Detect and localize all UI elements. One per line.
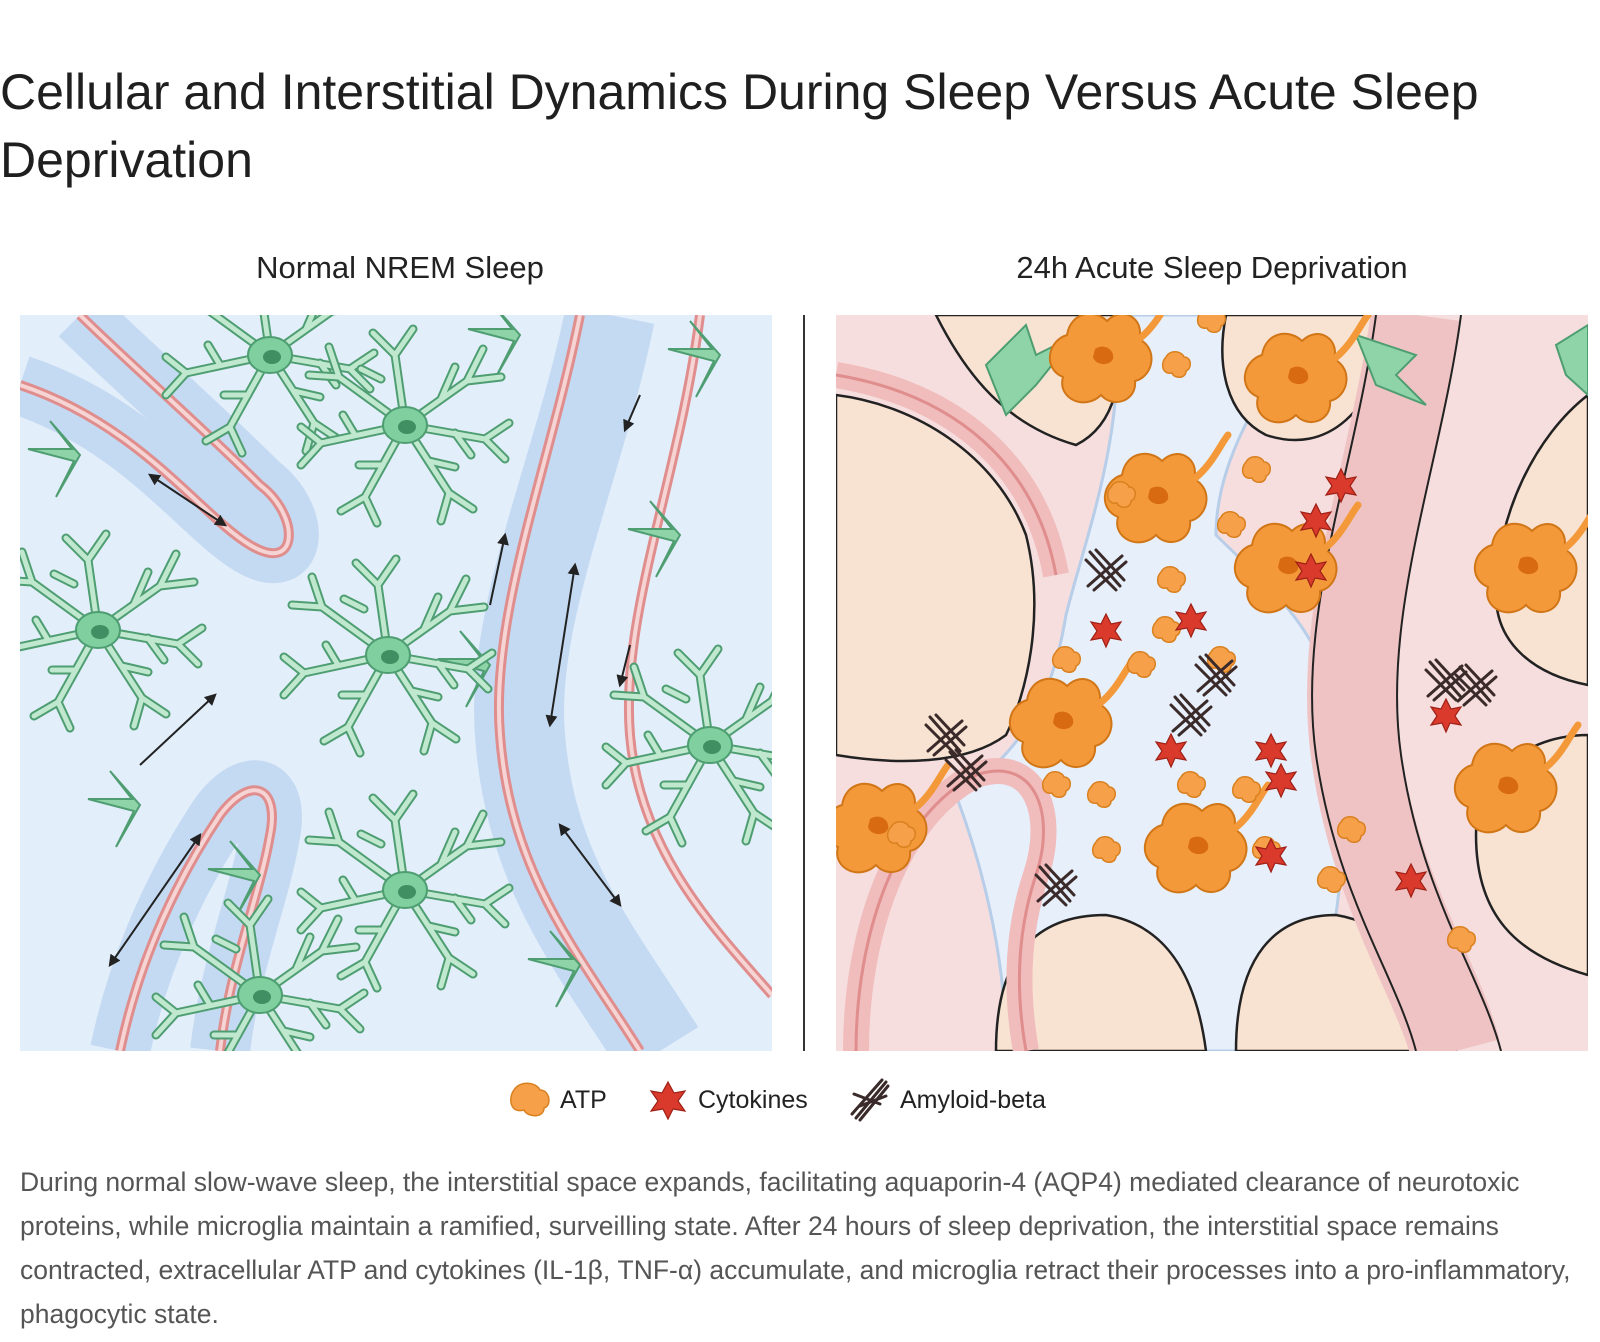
figure-caption: During normal slow-wave sleep, the inter… <box>20 1167 1571 1329</box>
csf-flow-arrows <box>108 394 641 967</box>
panel-normal-sleep <box>20 315 772 1051</box>
cytokine-star-icon <box>649 1080 687 1120</box>
amyloid-fibril-icon <box>850 1078 890 1122</box>
legend-label-atp: ATP <box>560 1085 607 1114</box>
panel-divider <box>803 315 805 1051</box>
panel-sleep-deprivation <box>836 315 1588 1051</box>
legend-item-atp: ATP <box>508 1078 607 1122</box>
blood-vessels <box>836 315 1502 1051</box>
legend-item-cytokines: Cytokines <box>646 1078 808 1122</box>
legend-label-amyloid: Amyloid-beta <box>900 1085 1046 1114</box>
normal-sleep-illustration <box>20 315 772 1051</box>
atp-blob-icon <box>510 1082 550 1117</box>
legend-item-amyloid: Amyloid-beta <box>848 1078 1046 1122</box>
page-title: Cellular and Interstitial Dynamics Durin… <box>0 64 1479 188</box>
legend: ATP Cytokines Amyloid-beta <box>0 1078 1600 1122</box>
legend-label-cytokines: Cytokines <box>698 1085 808 1114</box>
panel-title-sleep-deprivation: 24h Acute Sleep Deprivation <box>1016 250 1408 285</box>
sleep-deprivation-illustration <box>836 315 1588 1051</box>
panel-title-normal-sleep: Normal NREM Sleep <box>256 250 544 285</box>
